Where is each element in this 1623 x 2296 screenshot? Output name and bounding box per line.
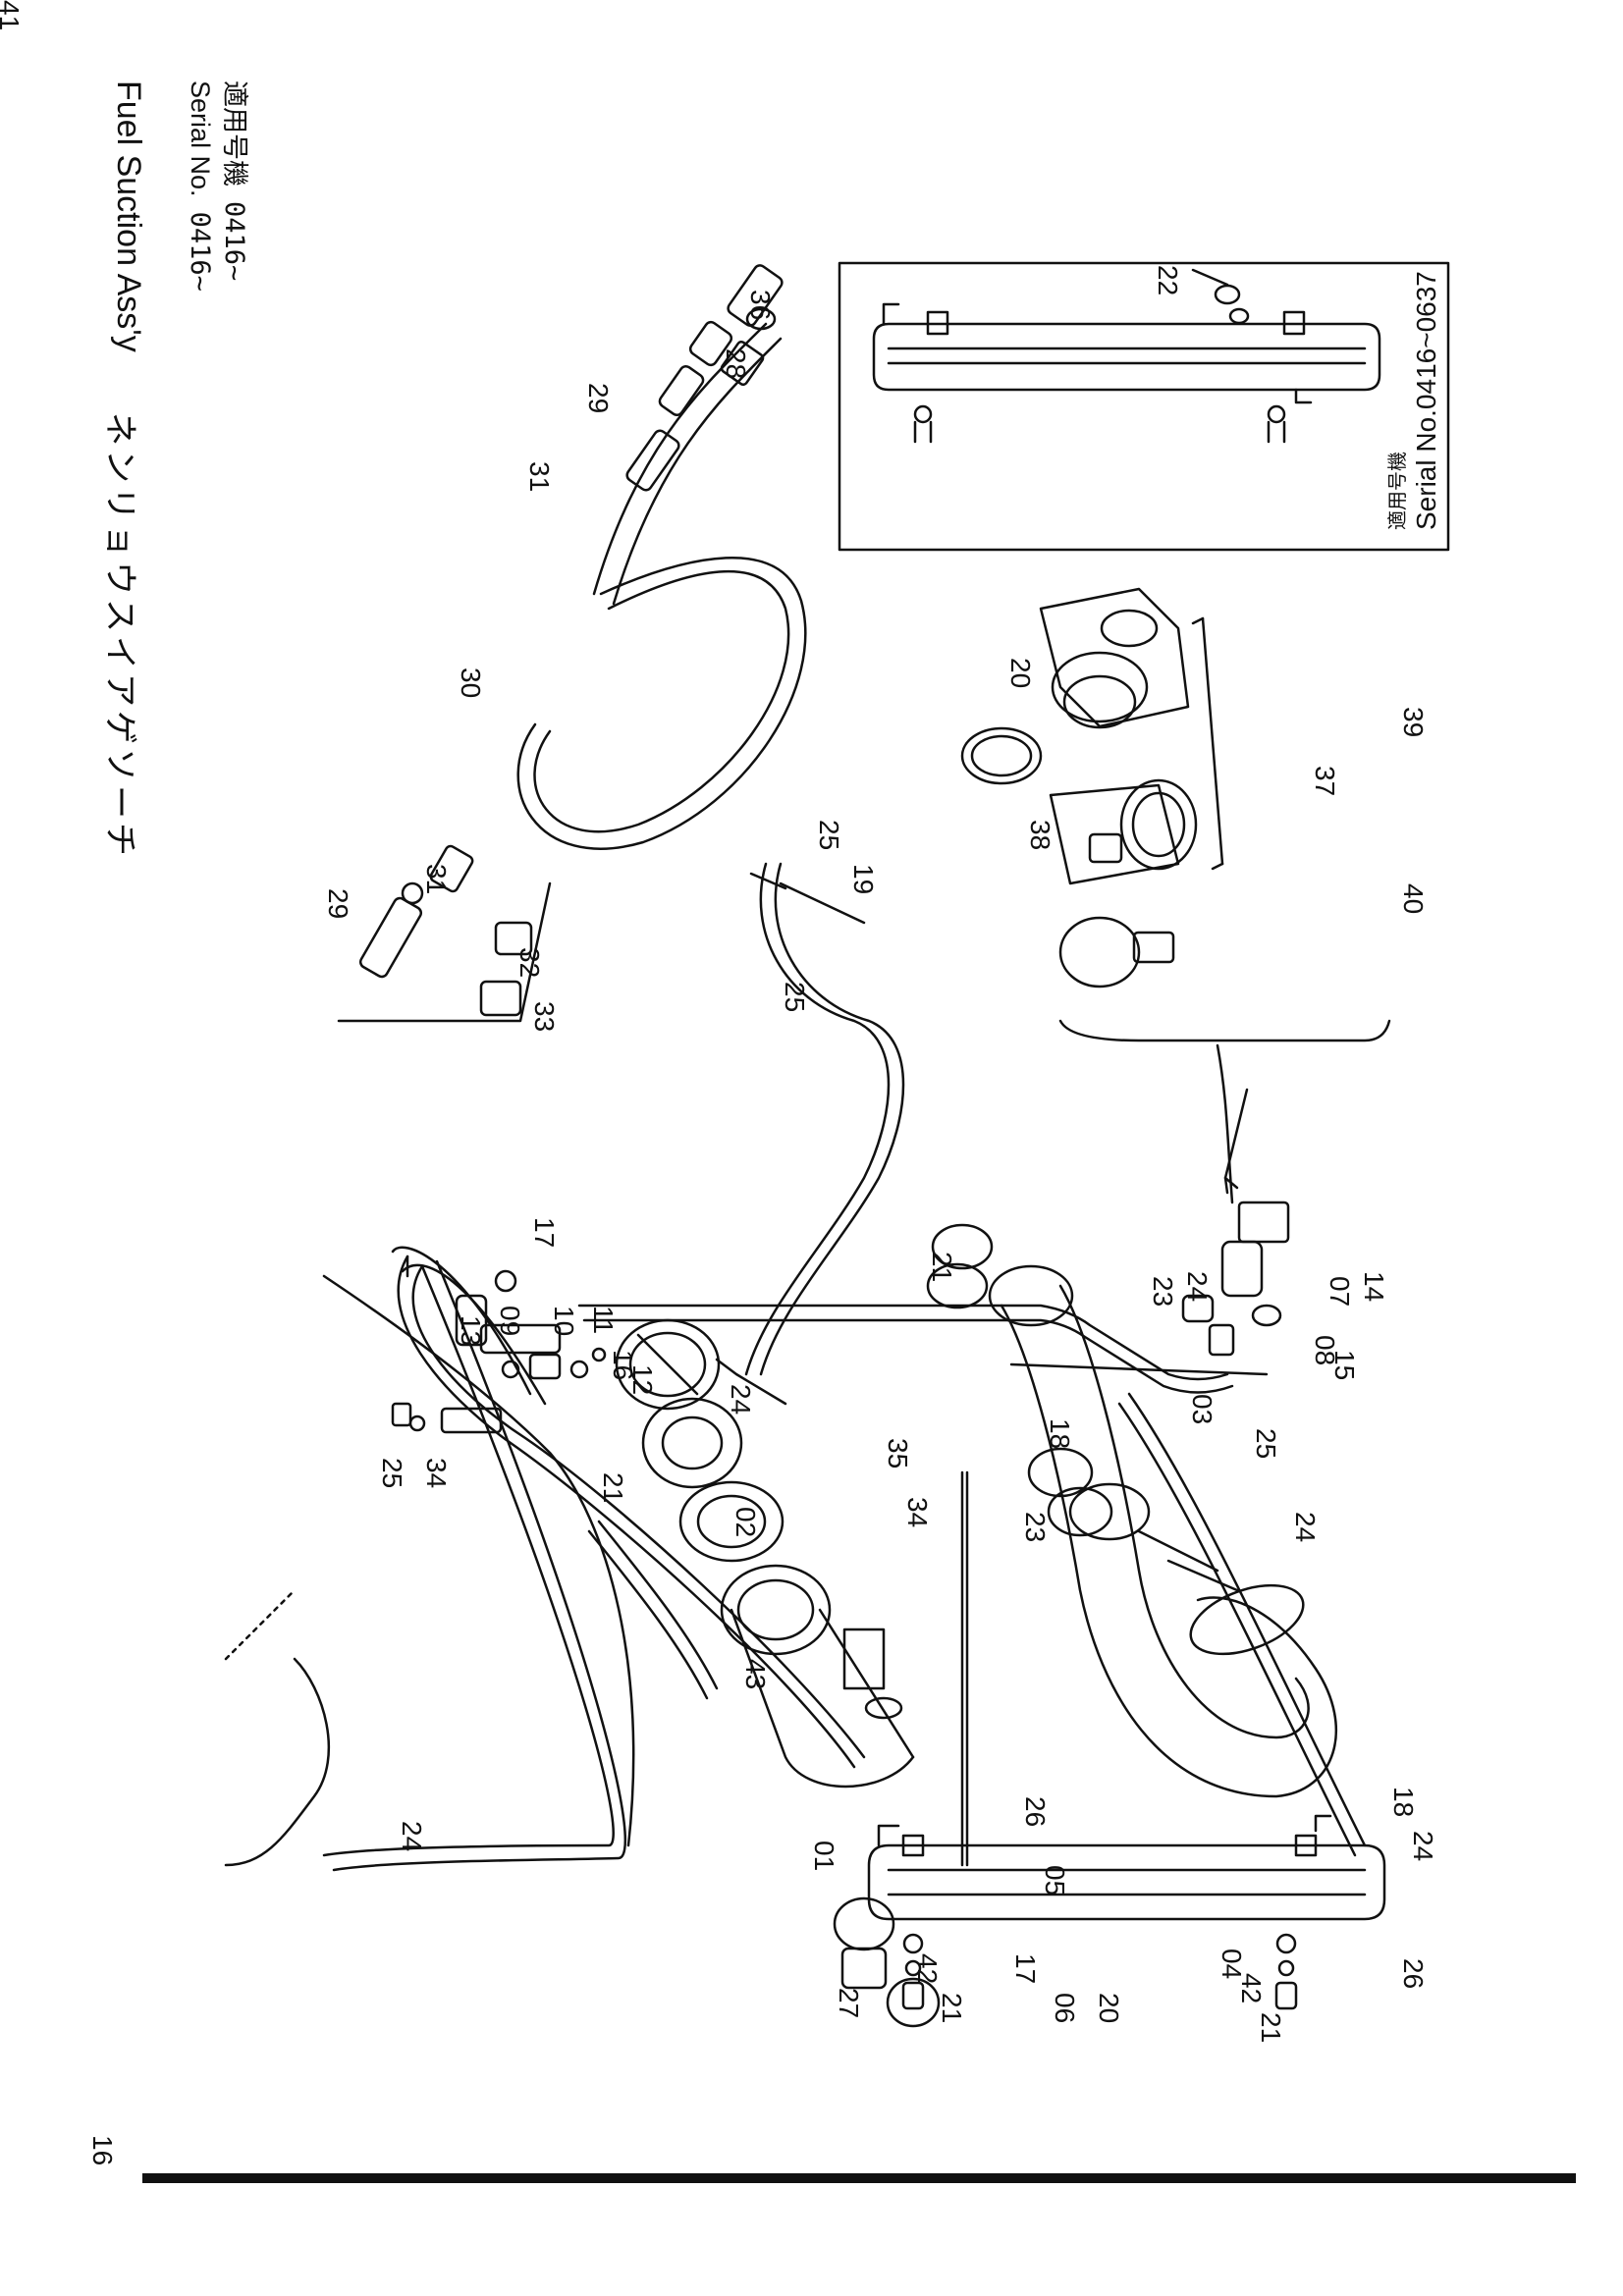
callout-41: 41	[0, 0, 25, 30]
callout-43: 43	[740, 1659, 771, 1689]
callout-20: 20	[1094, 1993, 1124, 2023]
bottom-rule	[142, 2173, 1576, 2183]
callout-24: 24	[726, 1384, 756, 1415]
pointer-arrow	[1216, 1043, 1234, 1204]
callout-25: 25	[377, 1458, 407, 1488]
callout-31: 31	[524, 461, 555, 492]
callout-42: 42	[1236, 1973, 1267, 2003]
callout-21: 21	[598, 1472, 628, 1503]
callout-21: 21	[927, 1252, 957, 1282]
callout-25: 25	[1251, 1428, 1281, 1459]
callout-08: 08	[1310, 1335, 1340, 1365]
callout-35: 35	[883, 1438, 913, 1468]
filler-assembly	[641, 1397, 941, 2028]
fuel-lines	[322, 862, 1367, 1872]
callout-24: 24	[1408, 1831, 1438, 1861]
callout-39: 39	[1398, 707, 1429, 737]
callout-29: 29	[323, 888, 353, 919]
lower-tube	[867, 1814, 1386, 2010]
callout-25: 25	[780, 982, 810, 1012]
callout-14: 14	[1359, 1271, 1389, 1302]
callout-03: 03	[1187, 1394, 1217, 1424]
tank-outline	[224, 1657, 330, 1867]
callout-21: 21	[937, 1993, 967, 2023]
banjo-fitting	[391, 1269, 607, 1434]
callout-09: 09	[495, 1306, 525, 1336]
callout-40: 40	[1398, 883, 1429, 914]
callout-23: 23	[1148, 1276, 1178, 1307]
callout-05: 05	[1040, 1865, 1070, 1896]
inset-panel	[838, 261, 1450, 552]
inset-callout-22: 22	[1153, 265, 1183, 295]
callout-19: 19	[848, 864, 879, 894]
group-bracket-top	[1058, 1019, 1391, 1042]
callout-01: 01	[809, 1841, 839, 1871]
hose-clamps	[926, 1223, 1113, 1537]
return-line	[322, 1246, 635, 1847]
callout-28: 28	[721, 348, 751, 379]
filter-assembly	[960, 587, 1224, 988]
callout-02: 02	[730, 1507, 761, 1537]
callout-31: 31	[421, 864, 452, 894]
callout-34: 34	[902, 1497, 933, 1527]
callout-11: 11	[588, 1306, 619, 1334]
callout-25: 25	[814, 820, 844, 850]
callout-17: 17	[1010, 1953, 1041, 1984]
fuel-hose-coil	[516, 264, 807, 850]
callout-38: 38	[1025, 820, 1055, 850]
callout-23: 23	[1020, 1512, 1051, 1542]
callout-16: 16	[608, 1350, 638, 1380]
tank-dash	[224, 1588, 297, 1661]
callout-21: 21	[1256, 2012, 1286, 2043]
tank-cap	[615, 1318, 721, 1411]
callout-29: 29	[583, 383, 614, 413]
adapter-kit	[337, 844, 552, 1023]
callout-06: 06	[1050, 1993, 1080, 2023]
callout-27: 27	[834, 1988, 864, 2018]
callout-04: 04	[1217, 1949, 1247, 1979]
sensor-unit	[1181, 1088, 1290, 1357]
callout-24: 24	[397, 1821, 427, 1851]
inset-jp-label: 適用号機	[1386, 452, 1409, 530]
callout-12: 12	[627, 1364, 658, 1395]
callout-36: 36	[745, 290, 776, 320]
callout-07: 07	[1325, 1276, 1355, 1307]
callout-33: 33	[529, 1001, 560, 1032]
callout-30: 30	[456, 667, 486, 698]
callout-24: 24	[1182, 1271, 1213, 1302]
callout-26: 26	[1020, 1796, 1051, 1827]
callout-15: 15	[1329, 1350, 1360, 1380]
callout-18: 18	[1045, 1418, 1075, 1449]
callout-20: 20	[1005, 658, 1036, 688]
callout-42: 42	[912, 1953, 943, 1984]
callout-32: 32	[514, 947, 545, 978]
callout-24: 24	[1290, 1512, 1321, 1542]
callout-37: 37	[1310, 766, 1340, 796]
inset-serial-text: Serial No.0416~0637	[1411, 271, 1441, 530]
callout-13: 13	[456, 1315, 486, 1346]
callout-34: 34	[421, 1458, 452, 1488]
callout-10: 10	[549, 1306, 579, 1336]
callout-18: 18	[1388, 1787, 1419, 1817]
callout-26: 26	[1398, 1958, 1429, 1989]
callout-17: 17	[529, 1217, 560, 1248]
suction-pipe	[988, 1264, 1337, 1798]
